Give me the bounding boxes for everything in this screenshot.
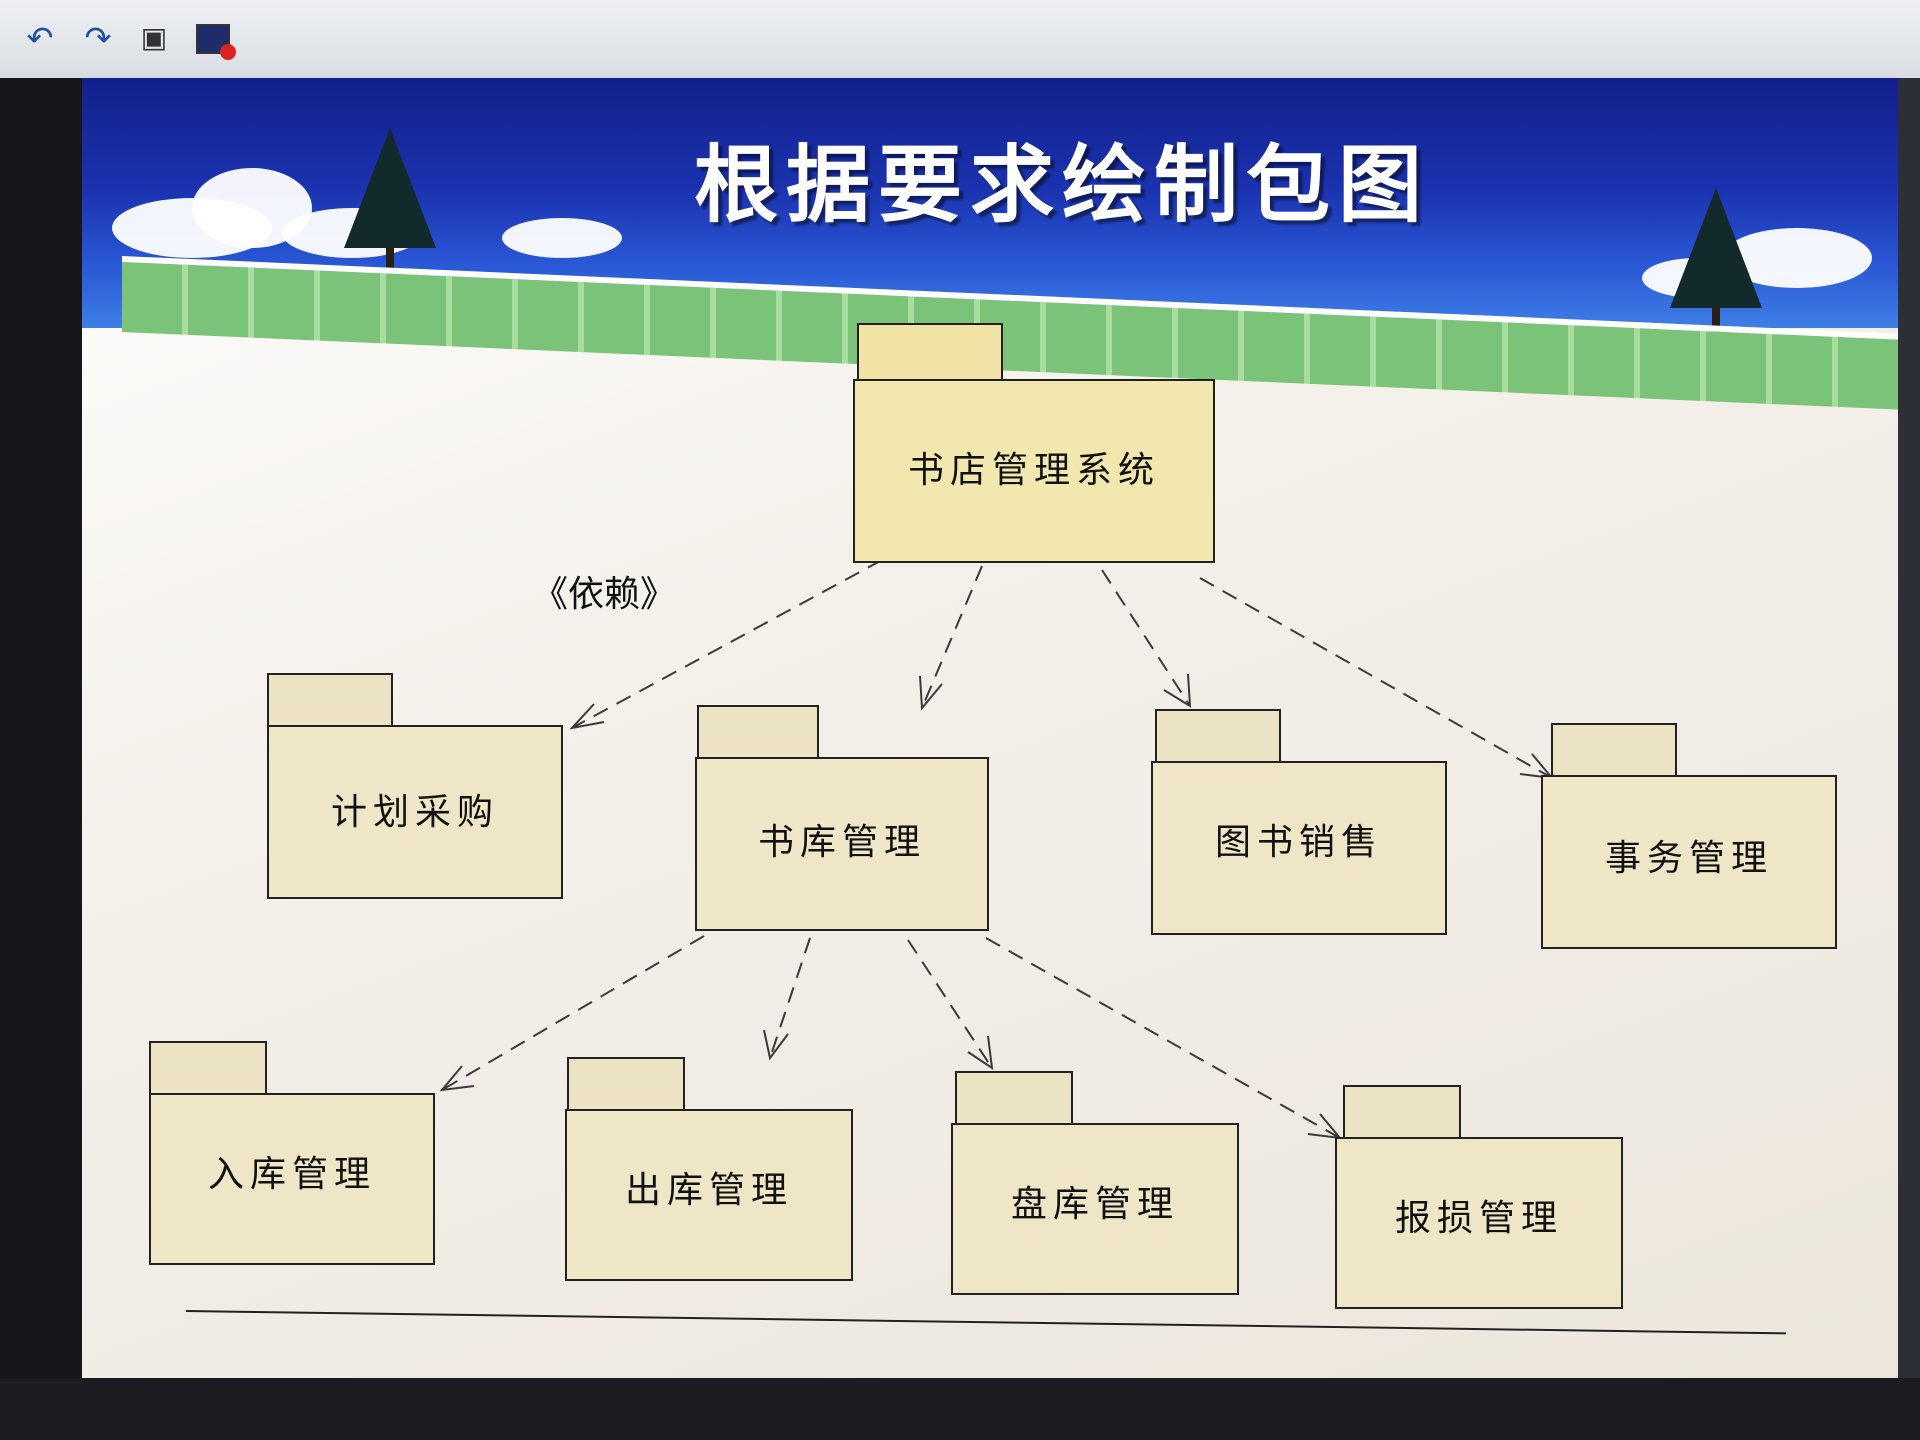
package-inbound[interactable]: 入库管理 (149, 1041, 435, 1265)
package-damage[interactable]: 报损管理 (1335, 1085, 1623, 1309)
record-screen-icon[interactable] (196, 24, 236, 60)
camera-icon[interactable]: ▣ (140, 21, 168, 54)
dependency-stereotype-label: 《依赖》 (532, 574, 676, 615)
screen-bezel-right (1898, 78, 1920, 1440)
dependency-warehouse-to-inventory (907, 939, 994, 1071)
package-root[interactable]: 书店管理系统 (853, 323, 1215, 563)
slide-title: 根据要求绘制包图 (693, 136, 1430, 234)
package-warehouse[interactable]: 书库管理 (695, 705, 989, 931)
package-plan[interactable]: 计划采购 (267, 673, 563, 899)
dependency-root-to-warehouse (919, 565, 983, 711)
package-warehouse-label: 书库管理 (758, 822, 926, 863)
package-damage-label: 报损管理 (1395, 1198, 1563, 1239)
tree-decoration (344, 128, 436, 248)
dependency-root-to-plan (569, 559, 883, 730)
undo-icon[interactable]: ↶ (26, 19, 54, 57)
package-affairs[interactable]: 事务管理 (1541, 723, 1837, 949)
redo-icon[interactable]: ↷ (84, 19, 112, 57)
package-affairs-label: 事务管理 (1605, 838, 1773, 879)
dependency-root-to-sales (1101, 569, 1192, 708)
package-sales[interactable]: 图书销售 (1151, 709, 1447, 935)
package-inbound-label: 入库管理 (208, 1154, 376, 1195)
tree-decoration (1670, 188, 1762, 308)
package-sales-label: 图书销售 (1215, 822, 1383, 863)
package-plan-label: 计划采购 (331, 792, 499, 833)
package-outbound[interactable]: 出库管理 (565, 1057, 853, 1281)
cloud (502, 218, 622, 258)
package-root-label: 书店管理系统 (908, 450, 1160, 491)
dependency-warehouse-to-inbound (439, 935, 705, 1092)
slide: 根据要求绘制包图 (82, 78, 1900, 1378)
slide-banner: 根据要求绘制包图 (82, 78, 1900, 410)
screen-bezel-bottom (0, 1378, 1920, 1440)
package-inventory[interactable]: 盘库管理 (951, 1071, 1239, 1295)
package-diagram: 《依赖》 书店管理系统 计划采购 书库管理 图书销售 事务管理 (149, 323, 1837, 1309)
dependency-warehouse-to-outbound (763, 937, 811, 1061)
package-inventory-label: 盘库管理 (1011, 1184, 1179, 1225)
presentation-toolbar: ↶ ↷ ▣ (0, 0, 1920, 78)
package-outbound-label: 出库管理 (625, 1170, 793, 1211)
